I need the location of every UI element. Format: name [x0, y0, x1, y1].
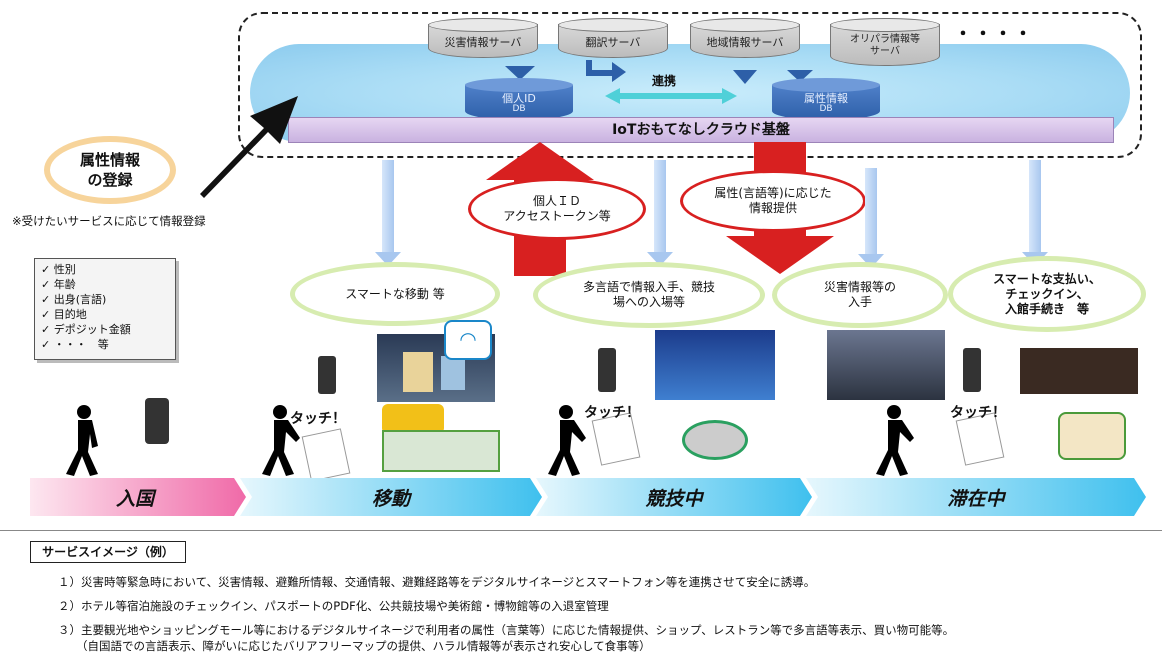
db-sub: DB — [819, 104, 833, 114]
db-label: 属性情報 — [804, 92, 848, 105]
db-personal-id: 個人ID DB — [465, 78, 573, 120]
service-mobility: スマートな移動 等 — [290, 262, 500, 326]
service-item: １）災害時等緊急時において、災害情報、避難所情報、交通情報、避難経路等をデジタル… — [58, 575, 816, 589]
ic-card-icon — [301, 428, 351, 482]
touch-label: タッチ！ — [584, 405, 640, 421]
arrow-olympic — [787, 58, 813, 82]
checklist-item: ✓ 目的地 — [41, 308, 87, 321]
server-regional: 地域情報サーバ — [690, 18, 800, 62]
wifi-icon: ◠ — [444, 320, 492, 360]
arrow-translation — [586, 60, 626, 82]
service-multilingual: 多言語で情報入手、競技 場への入場等 — [533, 262, 765, 328]
smartphone-icon — [145, 398, 169, 444]
server-olympic: オリパラ情報等 サーバ — [830, 18, 940, 68]
registration-badge: 属性情報 の登録 — [44, 136, 176, 204]
server-label: オリパラ情報等 サーバ — [850, 34, 920, 57]
smartphone-icon — [318, 356, 336, 394]
shop-staff-icon — [1058, 412, 1126, 460]
traveler-icon — [876, 405, 914, 476]
smartphone-icon — [963, 348, 981, 392]
more-servers: ・・・・ — [954, 24, 1034, 45]
db-sub: DB — [512, 104, 526, 114]
register-arrow — [200, 96, 298, 198]
traveler-icon — [548, 405, 586, 476]
taxi-icon — [382, 404, 444, 434]
traveler-icon — [66, 405, 98, 476]
db-attribute: 属性情報 DB — [772, 78, 880, 120]
building-icon — [1020, 348, 1138, 394]
touch-label: タッチ！ — [290, 411, 346, 427]
phase-stay: 滞在中 — [947, 487, 1005, 510]
service-item: ２）ホテル等宿泊施設のチェックイン、パスポートのPDF化、公共競技場や美術館・博… — [58, 599, 609, 613]
divider — [0, 530, 1162, 531]
server-disaster: 災害情報サーバ — [428, 18, 538, 62]
platform-bar: IoTおもてなしクラウド基盤 — [288, 117, 1114, 143]
registration-note: ※受けたいサービスに応じて情報登録 — [12, 214, 206, 228]
service-item: ３）主要観光地やショッピングモール等におけるデジタルサイネージで利用者の属性（言… — [58, 623, 955, 637]
checklist-item: ✓ 性別 — [41, 263, 76, 276]
checklist-item: ✓ デポジット金額 — [41, 323, 131, 336]
server-label: 地域情報サーバ — [706, 36, 784, 49]
service-image-title: サービスイメージ（例） — [30, 541, 186, 563]
arrow-server-to-db — [505, 58, 535, 80]
phase-travel: 移動 — [371, 487, 410, 510]
callout-token: 個人ＩＤ アクセストークン等 — [468, 178, 646, 240]
checklist-item: ✓ 出身(言語) — [41, 293, 107, 306]
station-photo — [827, 330, 945, 400]
phase-bar: 入国 移動 競技中 滞在中 — [30, 478, 1146, 516]
cloud-frame — [238, 12, 1142, 158]
db-label: 個人ID — [502, 92, 536, 105]
attribute-checklist: ✓ 性別 ✓ 年齢 ✓ 出身(言語) ✓ 目的地 ✓ デポジット金額 ✓ ・・・… — [34, 258, 176, 360]
service-item: （自国語での言語表示、障がいに応じたバリアフリーマップの提供、ハラル情報等が表示… — [76, 639, 651, 653]
stadium-icon — [682, 420, 748, 460]
phase-entry: 入国 — [115, 487, 154, 510]
arrow-regional — [733, 60, 757, 84]
link-arrow — [605, 88, 737, 104]
server-label: 災害情報サーバ — [444, 36, 522, 49]
service-disaster: 災害情報等の 入手 — [772, 262, 948, 328]
stadium-screen-photo — [655, 330, 775, 400]
callout-info: 属性(言語等)に応じた 情報提供 — [680, 170, 866, 232]
server-label: 翻訳サーバ — [585, 36, 641, 49]
server-translation: 翻訳サーバ — [558, 18, 668, 62]
server-arrows — [505, 58, 813, 104]
phase-arrows — [30, 478, 1146, 516]
smartphone-icon — [598, 348, 616, 392]
service-payment: スマートな支払い、 チェックイン、 入館手続き 等 — [948, 256, 1146, 332]
traveler-icon — [262, 405, 300, 476]
train-icon — [382, 430, 500, 472]
link-label: 連携 — [652, 74, 677, 88]
checklist-item: ✓ ・・・ 等 — [41, 338, 109, 351]
checklist-item: ✓ 年齢 — [41, 278, 76, 291]
phase-competition: 競技中 — [645, 487, 703, 510]
touch-label: タッチ！ — [950, 405, 1006, 421]
